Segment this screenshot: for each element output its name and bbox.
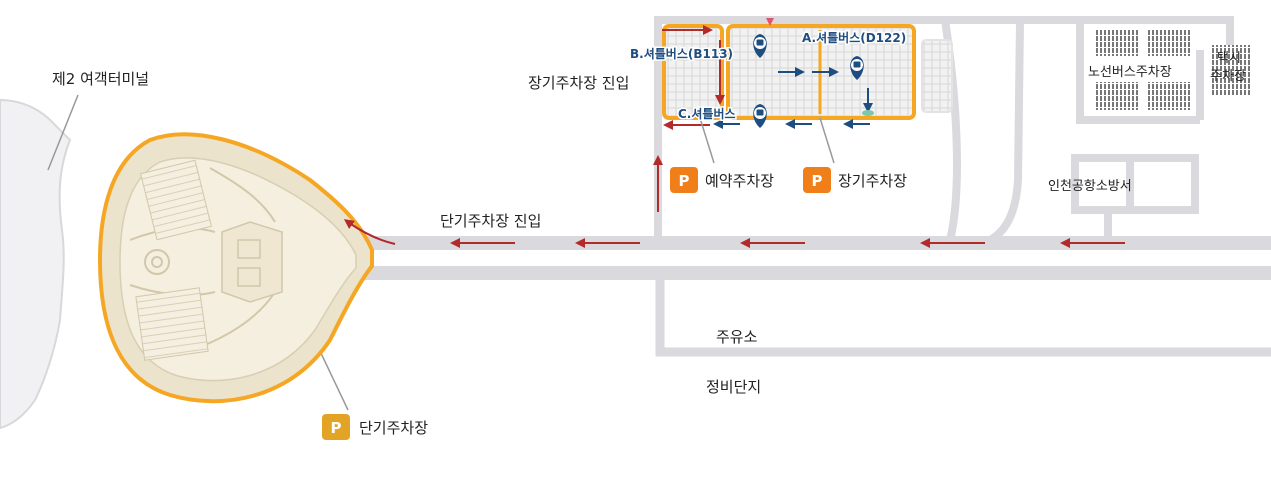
shuttle-route-arrows xyxy=(713,67,873,129)
shuttle-a-label: A.셔틀버스(D122) xyxy=(802,30,906,45)
taxi-parking-label-line2: 주차장 xyxy=(1210,69,1246,84)
long-term-parking-badge: P xyxy=(803,167,831,193)
route-bus-stalls-2 xyxy=(1148,30,1190,56)
svg-text:P: P xyxy=(679,172,690,190)
shuttle-pin-c[interactable] xyxy=(753,104,767,128)
terminal-building xyxy=(0,98,72,430)
short-term-center-block xyxy=(221,221,283,303)
short-term-parking-badge: P xyxy=(322,414,350,440)
route-bus-parking-label: 노선버스주차장 xyxy=(1088,65,1172,80)
shuttle-b-label: B.셔틀버스(B113) xyxy=(630,46,733,61)
short-term-entrance-label: 단기주차장 진입 xyxy=(440,212,541,230)
fire-station-label: 인천공항소방서 xyxy=(1048,179,1132,194)
main-road-divider xyxy=(360,250,1271,266)
taxi-parking-label-line1: 택시 xyxy=(1217,51,1241,66)
gas-station-label: 주유소 xyxy=(716,328,758,346)
shuttle-stop-marker xyxy=(862,110,874,116)
shuttle-pin-b[interactable] xyxy=(753,34,767,58)
drop-pin-red xyxy=(766,18,774,26)
short-term-entry-curve xyxy=(343,219,396,245)
service-road xyxy=(655,280,1271,357)
route-bus-stalls-4 xyxy=(1148,82,1190,110)
route-bus-stalls-3 xyxy=(1096,82,1138,110)
taxi-stalls xyxy=(1212,45,1252,95)
long-term-entrance-label: 장기주차장 진입 xyxy=(528,74,629,92)
short-term-stalls-top xyxy=(140,159,212,241)
shuttle-c-label: C.셔틀버스 xyxy=(678,106,736,121)
svg-text:P: P xyxy=(331,419,342,437)
svg-text:P: P xyxy=(812,172,823,190)
short-term-parking-label[interactable]: 단기주차장 xyxy=(359,419,428,437)
reserved-parking-badge: P xyxy=(670,167,698,193)
route-bus-stalls-1 xyxy=(1096,30,1138,56)
terminal2-label: 제2 여객터미널 xyxy=(52,70,149,88)
short-term-stalls-bottom xyxy=(135,287,209,361)
long-term-parking-label[interactable]: 장기주차장 xyxy=(838,172,907,190)
reserved-parking-lot xyxy=(662,24,724,120)
shuttle-pin-a[interactable] xyxy=(850,56,864,80)
reserved-parking-label[interactable]: 예약주차장 xyxy=(705,172,774,190)
long-term-entry-arrows xyxy=(653,25,725,212)
maintenance-complex-label: 정비단지 xyxy=(706,378,761,396)
extra-parking-lot xyxy=(921,39,953,113)
